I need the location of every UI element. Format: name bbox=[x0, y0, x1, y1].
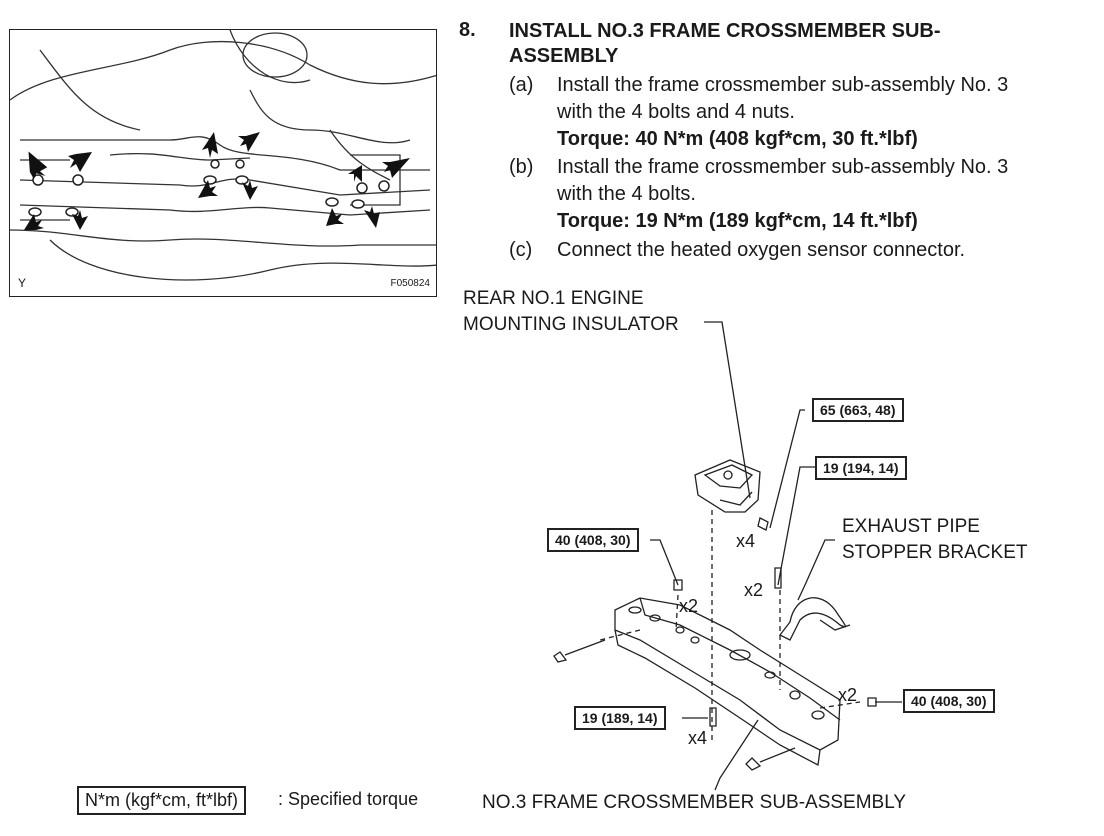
torque-box-40-left: 40 (408, 30) bbox=[547, 528, 639, 552]
item-b-line1: Install the frame crossmember sub-assemb… bbox=[557, 156, 1009, 178]
torque-box-19-194: 19 (194, 14) bbox=[815, 456, 907, 480]
step-number: 8. bbox=[459, 19, 476, 41]
step-title-line2: ASSEMBLY bbox=[509, 45, 619, 67]
item-b-text: Install the frame crossmember sub-assemb… bbox=[557, 154, 1008, 235]
item-a-line1: Install the frame crossmember sub-assemb… bbox=[557, 74, 1009, 96]
qty-x4-bottom: x4 bbox=[688, 728, 708, 748]
item-a-torque: Torque: 40 N*m (408 kgf*cm, 30 ft.*lbf) bbox=[557, 128, 918, 150]
leader-exhaust bbox=[797, 539, 835, 601]
leader-crossmember bbox=[714, 719, 759, 791]
photo-illustration bbox=[10, 30, 436, 281]
torque-box-40-right: 40 (408, 30) bbox=[903, 689, 995, 713]
exhaust-bracket-label: EXHAUST PIPE STOPPER BRACKET bbox=[842, 514, 1027, 566]
insulator-label: REAR NO.1 ENGINE MOUNTING INSULATOR bbox=[463, 286, 679, 338]
insulator-label-line2: MOUNTING INSULATOR bbox=[463, 314, 679, 335]
item-b-torque: Torque: 19 N*m (189 kgf*cm, 14 ft.*lbf) bbox=[557, 210, 918, 232]
item-a-letter: (a) bbox=[509, 74, 534, 96]
insulator-label-line1: REAR NO.1 ENGINE bbox=[463, 288, 644, 309]
crossmember-diagram bbox=[553, 321, 902, 791]
exhaust-label-line2: STOPPER BRACKET bbox=[842, 542, 1028, 563]
qty-x2-right: x2 bbox=[838, 685, 858, 705]
leader-19-194 bbox=[777, 466, 815, 586]
qty-x4-top: x4 bbox=[736, 531, 756, 551]
step-title: INSTALL NO.3 FRAME CROSSMEMBER SUB- ASSE… bbox=[509, 19, 1069, 69]
item-a-text: Install the frame crossmember sub-assemb… bbox=[557, 72, 1008, 153]
crossmember-label: NO.3 FRAME CROSSMEMBER SUB-ASSEMBLY bbox=[482, 792, 907, 813]
item-c-text: Connect the heated oxygen sensor connect… bbox=[557, 239, 966, 261]
torque-legend-text: : Specified torque bbox=[278, 789, 419, 809]
leader-insulator bbox=[704, 321, 751, 499]
item-a-line2: with the 4 bolts and 4 nuts. bbox=[557, 101, 795, 123]
leader-65 bbox=[769, 409, 805, 529]
item-b-line2: with the 4 bolts. bbox=[557, 183, 696, 205]
qty-x2-middle: x2 bbox=[744, 580, 764, 600]
exhaust-label-line1: EXHAUST PIPE bbox=[842, 516, 980, 537]
leader-40-left bbox=[650, 539, 679, 586]
installation-photo: Y F050824 bbox=[9, 29, 437, 297]
item-b-letter: (b) bbox=[509, 156, 534, 178]
torque-legend-box: N*m (kgf*cm, ft*lbf) bbox=[77, 786, 247, 815]
torque-box-19-189: 19 (189, 14) bbox=[574, 706, 666, 730]
view-label: Y bbox=[18, 276, 27, 290]
item-c-letter: (c) bbox=[509, 239, 533, 261]
step-title-line1: INSTALL NO.3 FRAME CROSSMEMBER SUB- bbox=[509, 20, 941, 42]
figure-code: F050824 bbox=[390, 278, 430, 289]
qty-x2-left: x2 bbox=[679, 596, 699, 616]
torque-box-65: 65 (663, 48) bbox=[812, 398, 904, 422]
